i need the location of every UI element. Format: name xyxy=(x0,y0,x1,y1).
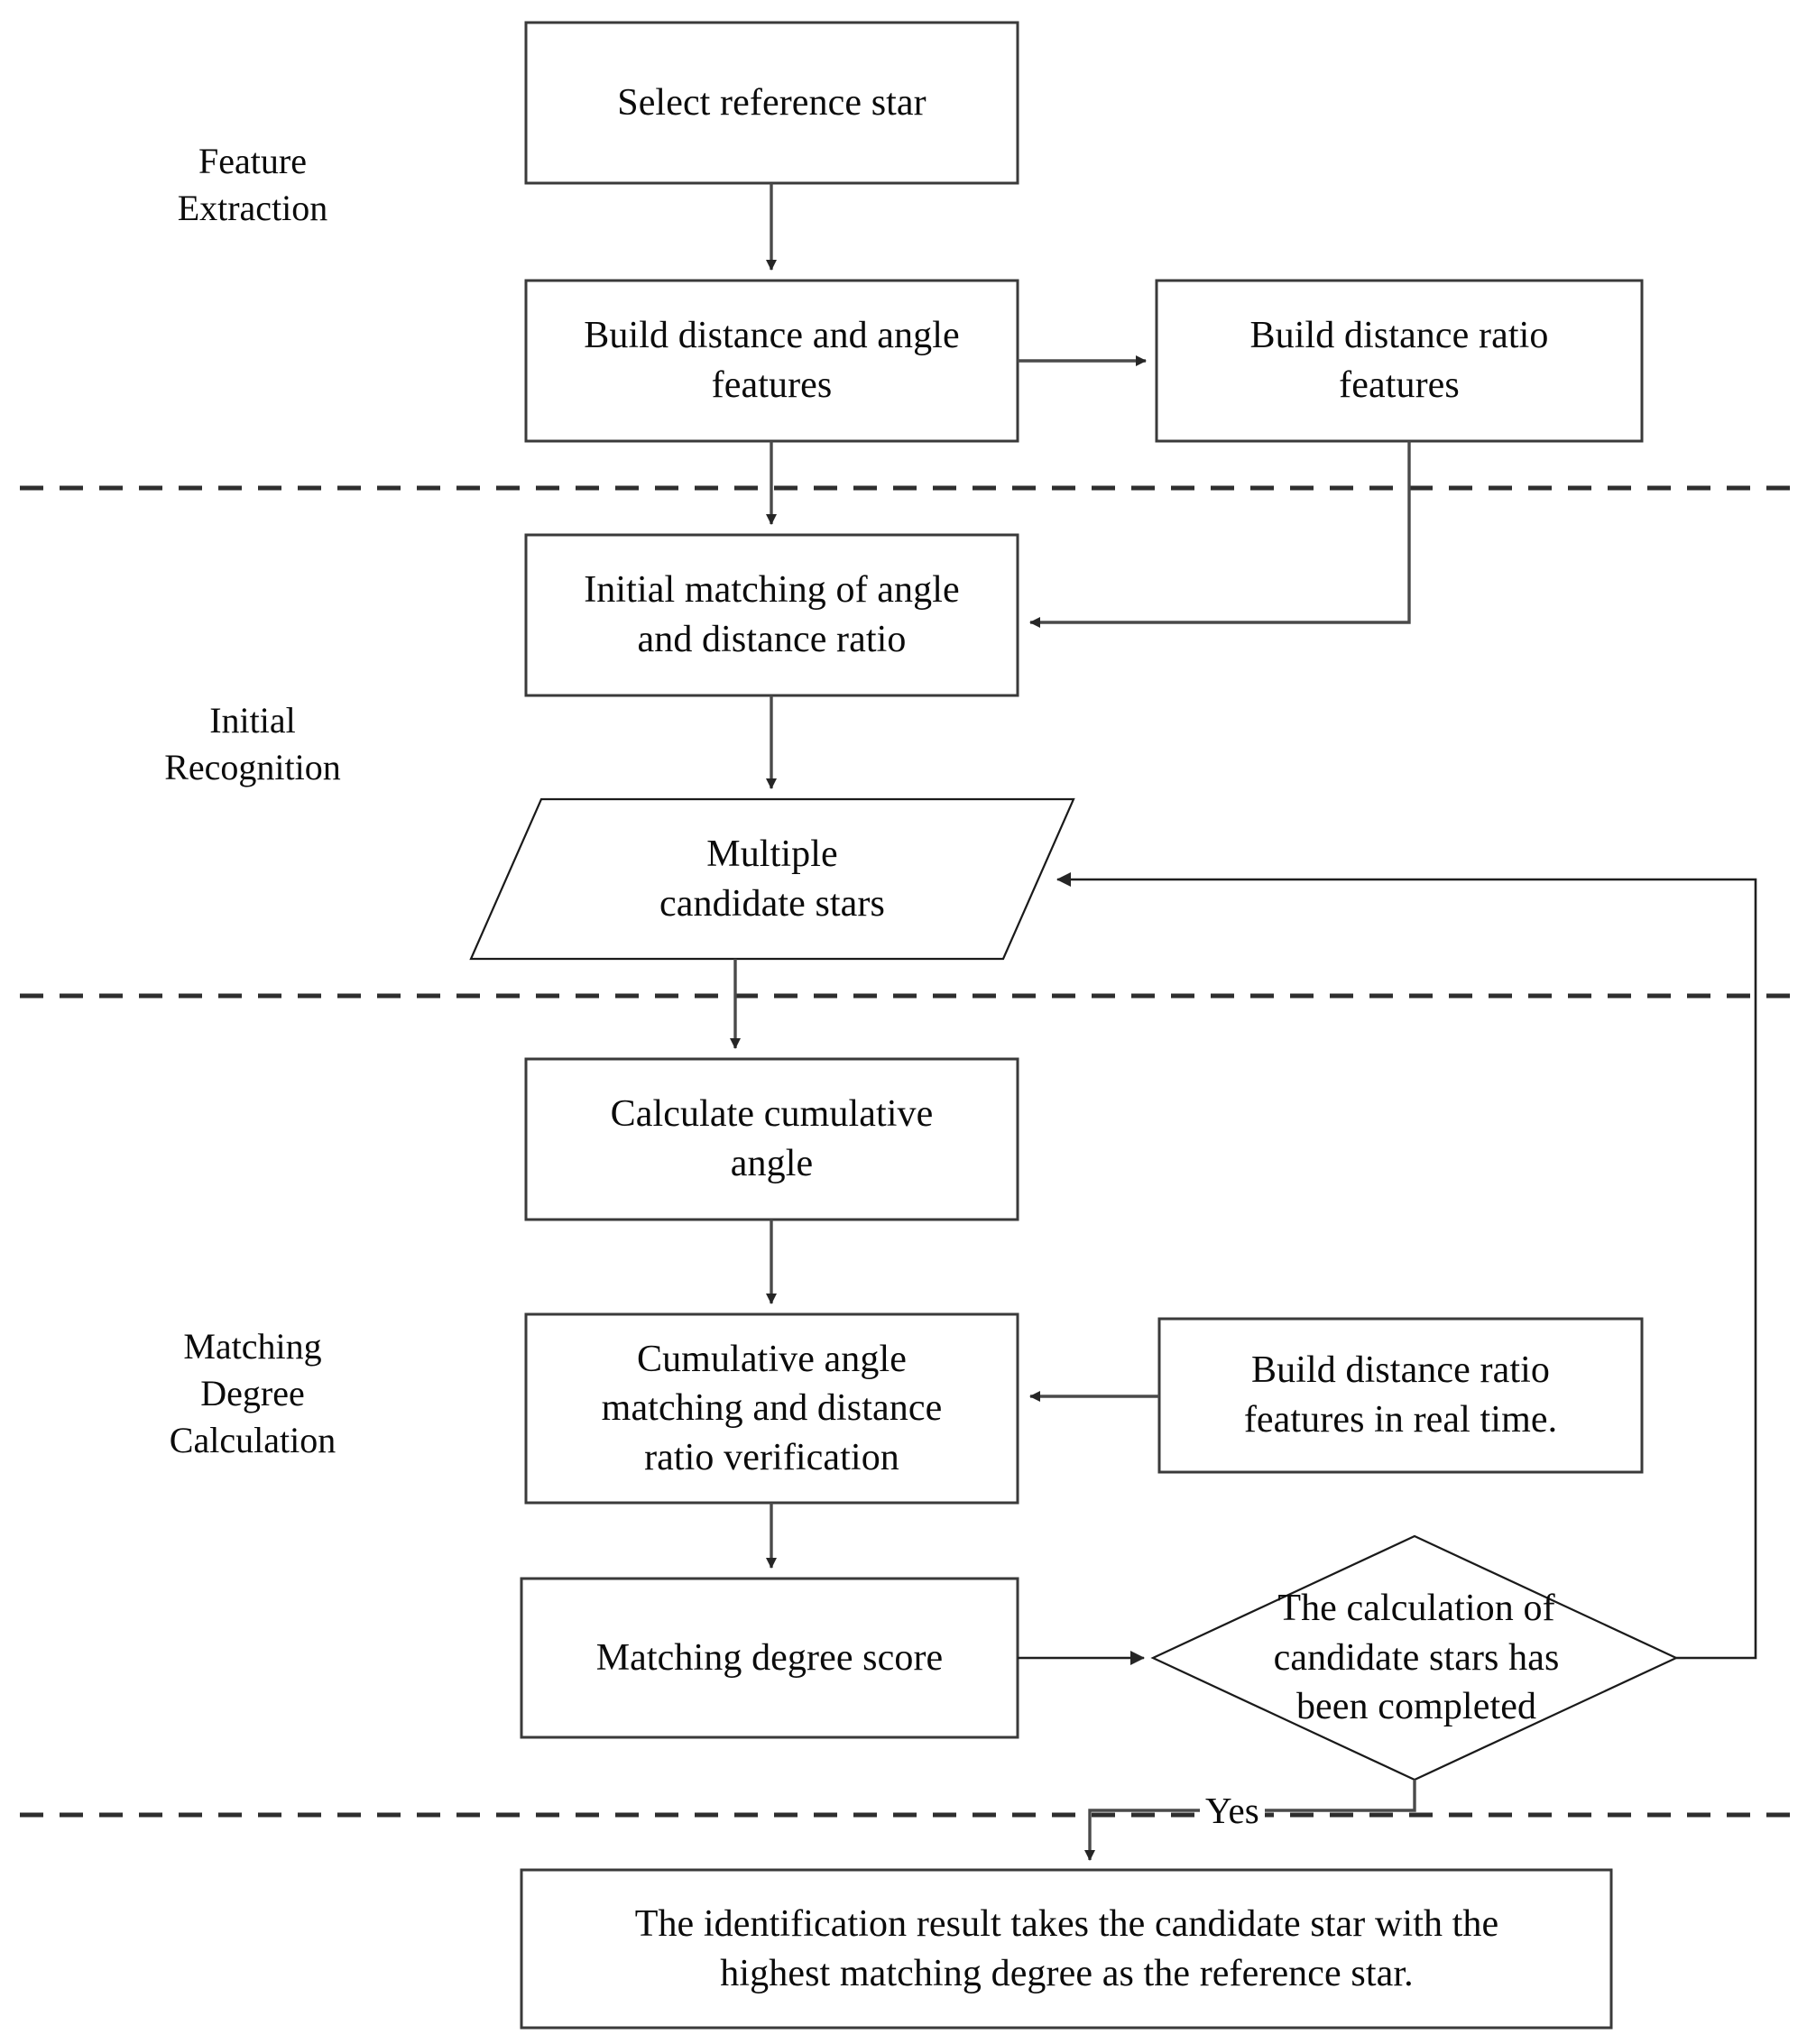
phase-label-initial-recognition: Initial Recognition xyxy=(81,695,424,794)
node-select-reference-star[interactable] xyxy=(524,21,1019,185)
node-cumulative-angle-matching[interactable] xyxy=(524,1312,1019,1505)
phase-label-feature-extraction: Feature Extraction xyxy=(81,135,424,235)
edge-label-yes-text: Yes xyxy=(1205,1790,1259,1831)
node-build-distance-ratio-features-realtime[interactable] xyxy=(1157,1317,1644,1474)
edge-decision-loopback-to-candidates xyxy=(1056,872,1757,1660)
phase-label-matching-degree-calculation: Matching Degree Calculation xyxy=(81,1317,424,1470)
node-multiple-candidate-stars[interactable] xyxy=(469,797,1075,961)
phase-label-matching-degree-calculation-text: Matching Degree Calculation xyxy=(169,1326,337,1460)
node-matching-degree-score[interactable] xyxy=(520,1577,1019,1739)
edge-ratio-features-to-initial-matching xyxy=(1029,441,1411,628)
node-calculation-completed-decision[interactable] xyxy=(1150,1534,1679,1782)
phase-label-initial-recognition-text: Initial Recognition xyxy=(164,700,341,787)
edge-label-yes: Yes xyxy=(1200,1789,1265,1832)
node-build-distance-ratio-features[interactable] xyxy=(1155,279,1644,443)
node-initial-matching[interactable] xyxy=(524,533,1019,697)
node-identification-result[interactable] xyxy=(520,1868,1613,2030)
phase-label-feature-extraction-text: Feature Extraction xyxy=(177,141,328,228)
node-build-distance-and-angle-features[interactable] xyxy=(524,279,1019,443)
node-calculate-cumulative-angle[interactable] xyxy=(524,1057,1019,1221)
